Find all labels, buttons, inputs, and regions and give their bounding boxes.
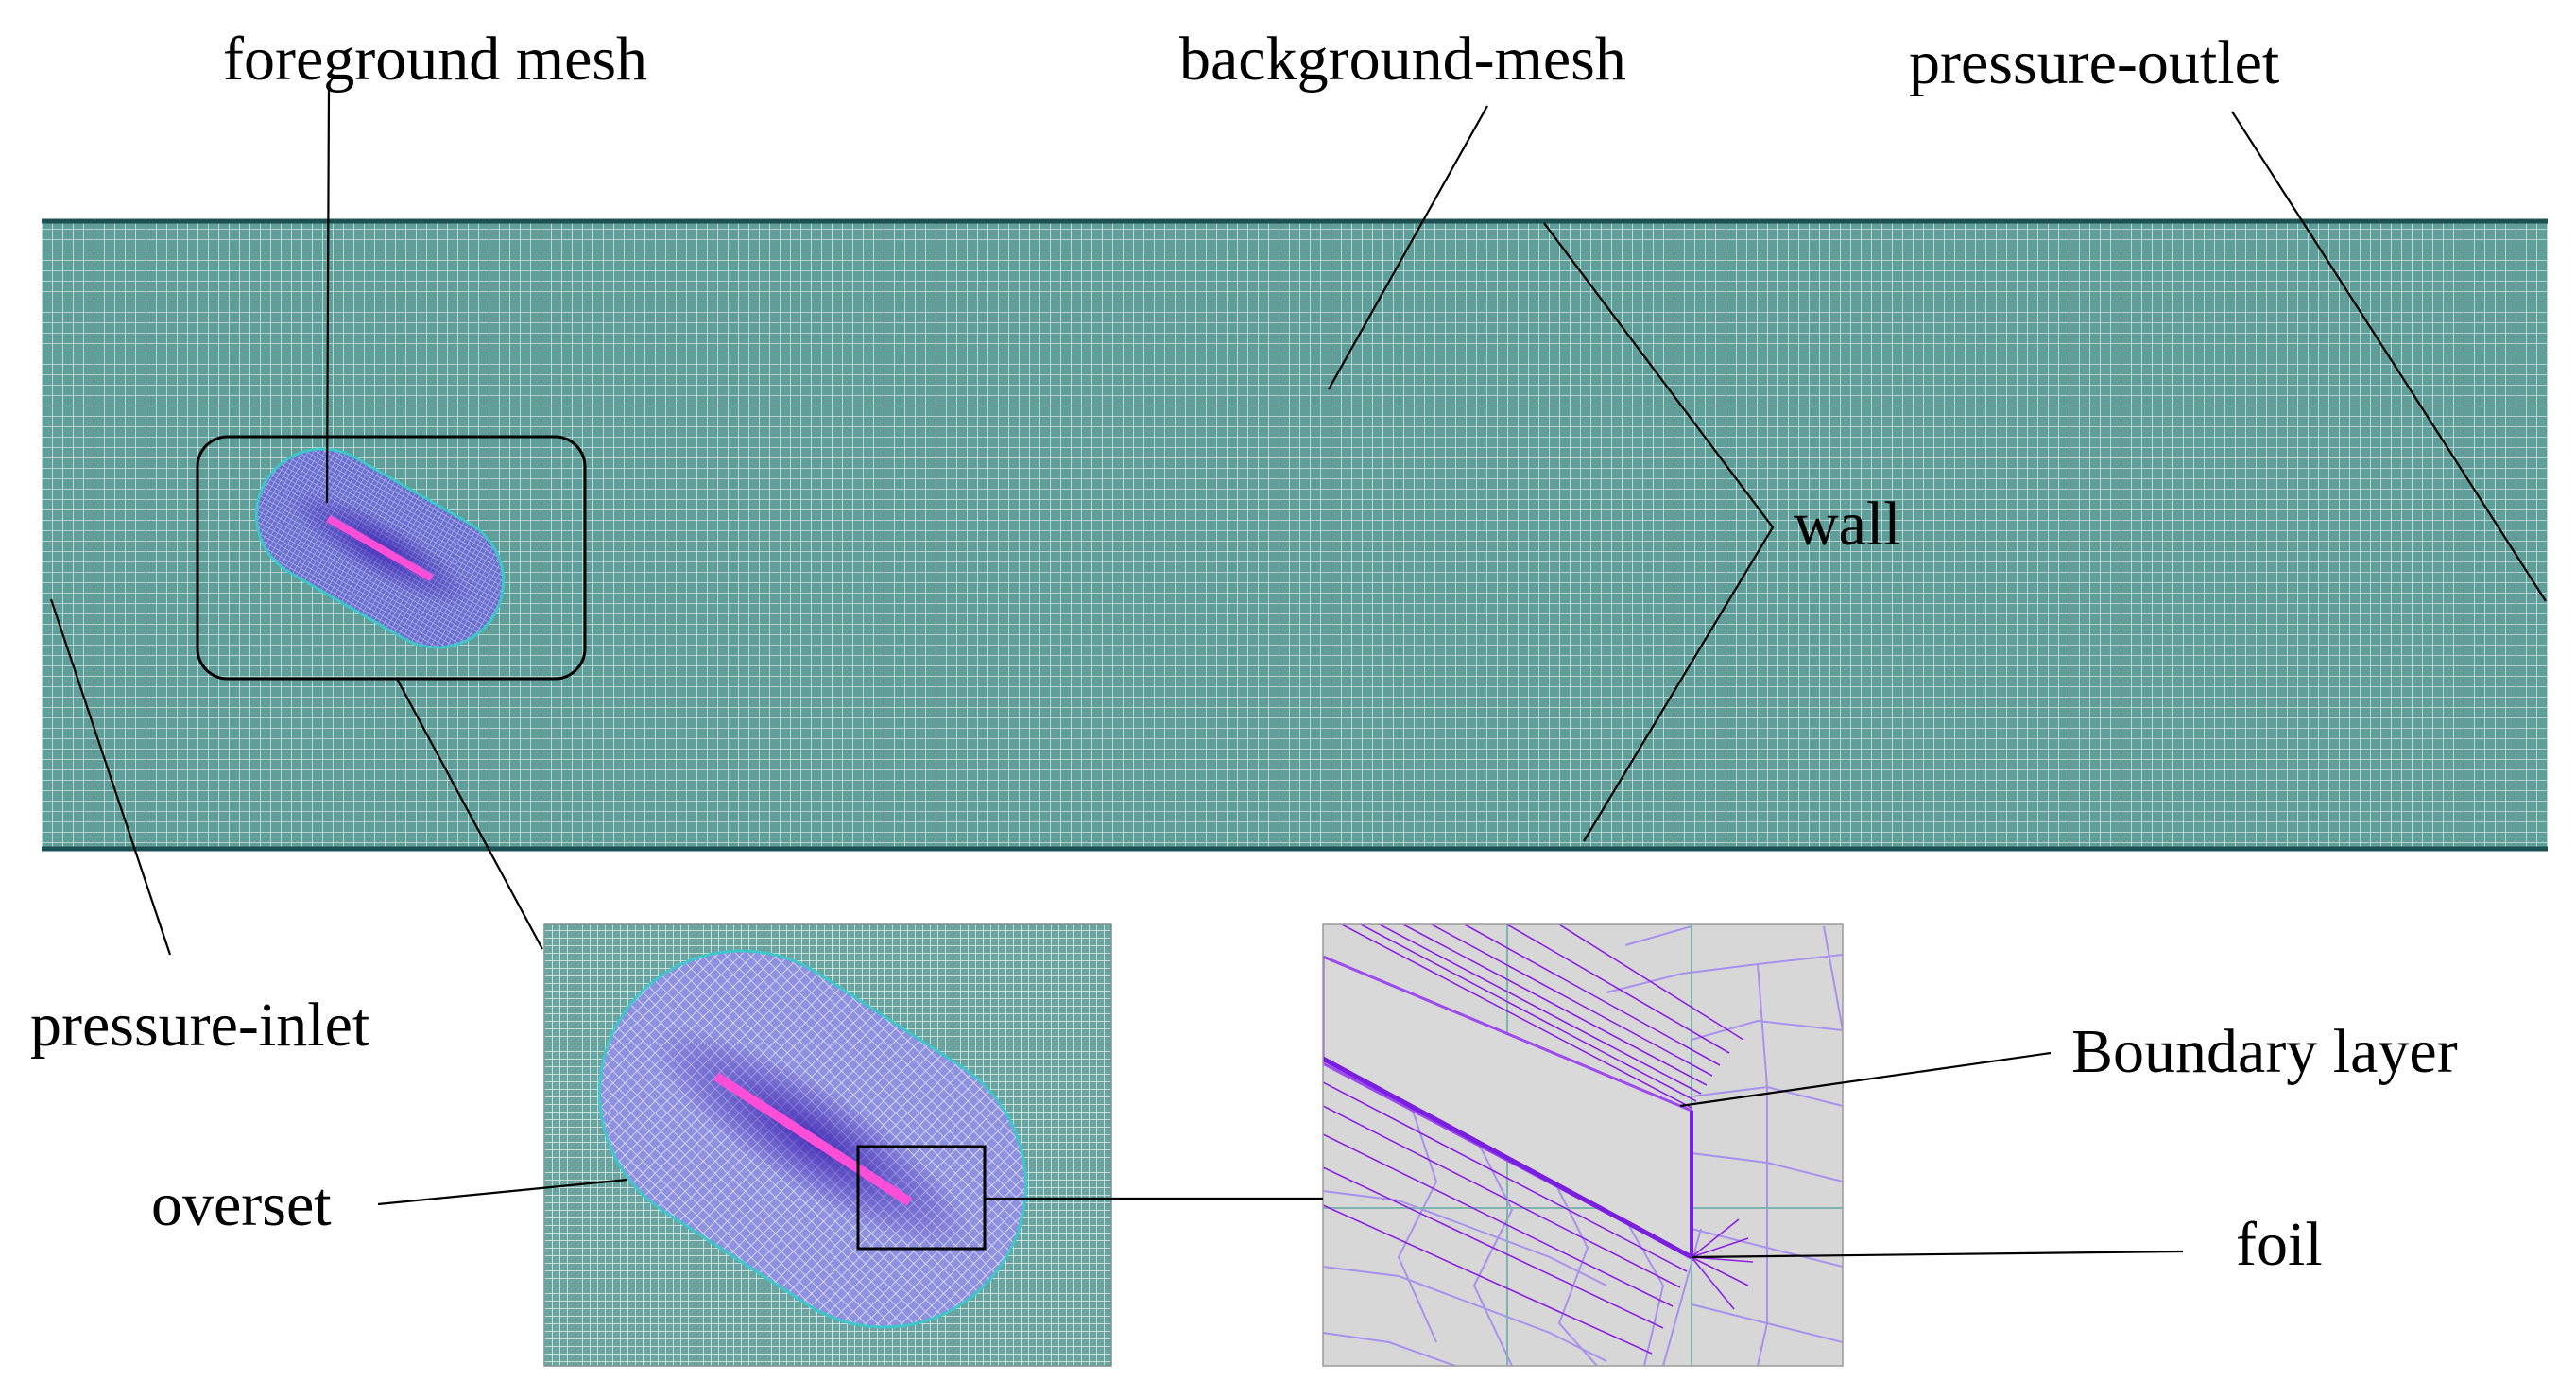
label-foreground-mesh: foreground mesh xyxy=(223,25,648,94)
overset-inset xyxy=(544,924,1111,1366)
leader-pressure-inlet xyxy=(49,598,172,956)
leader-pressure-outlet xyxy=(2231,111,2547,602)
label-pressure-inlet: pressure-inlet xyxy=(30,991,370,1060)
label-background-mesh: background-mesh xyxy=(1179,25,1626,94)
leader-boundary-layer xyxy=(1679,1051,2052,1108)
zoom-box-foreground xyxy=(196,435,587,681)
label-boundary-layer: Boundary layer xyxy=(2071,1017,2458,1086)
label-overset: overset xyxy=(151,1170,332,1239)
leader-foil xyxy=(1691,1250,2184,1259)
label-pressure-outlet: pressure-outlet xyxy=(1909,28,2280,97)
leader-wall xyxy=(1543,222,1775,842)
foreground-mesh-region xyxy=(254,447,506,649)
leader-background-mesh xyxy=(1328,105,1488,390)
leader-zoom-connector xyxy=(396,678,543,950)
leader-foreground-mesh xyxy=(325,89,331,504)
label-wall: wall xyxy=(1794,490,1901,559)
label-foil: foil xyxy=(2236,1210,2323,1279)
leader-lines xyxy=(49,89,2547,1259)
boundary-layer-detail xyxy=(1323,924,1843,1366)
inset-foil xyxy=(713,1072,913,1206)
boundary-layer-lines xyxy=(1323,924,1754,1355)
cell-lines xyxy=(1323,925,1843,1366)
foil-shape xyxy=(326,515,434,581)
leader-overset xyxy=(377,1178,628,1206)
